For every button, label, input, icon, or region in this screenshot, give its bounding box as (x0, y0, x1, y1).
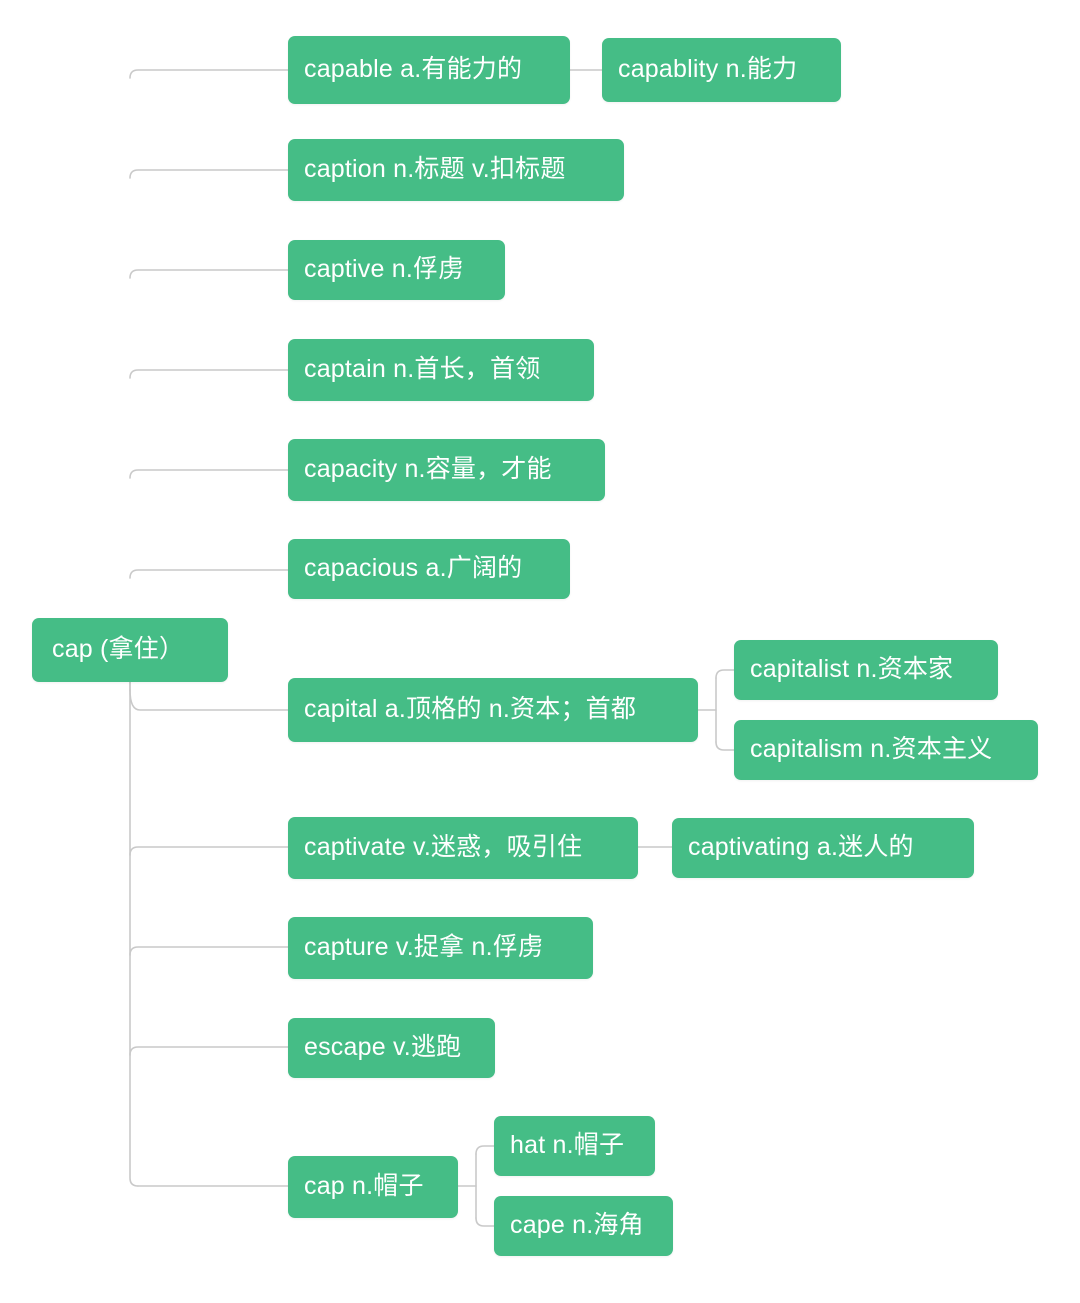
node-cap-hat[interactable]: cap n.帽子 (288, 1156, 458, 1218)
node-escape[interactable]: escape v.逃跑 (288, 1018, 495, 1078)
node-captivating-label: captivating a.迷人的 (688, 833, 914, 862)
node-caption-label: caption n.标题 v.扣标题 (304, 155, 566, 184)
node-capacity-label: capacity n.容量，才能 (304, 455, 552, 484)
branch-capture (129, 946, 289, 956)
link-capitalism (715, 741, 735, 751)
node-cape-label: cape n.海角 (510, 1211, 644, 1240)
branch-captivate (129, 846, 289, 856)
node-root-label: cap (拿住） (52, 635, 185, 664)
node-captive-label: captive n.俘虏 (304, 255, 464, 284)
node-captain-label: captain n.首长，首领 (304, 355, 541, 384)
node-capture[interactable]: capture v.捉拿 n.俘虏 (288, 917, 593, 979)
node-capacious[interactable]: capacious a.广阔的 (288, 539, 570, 599)
node-capitalism[interactable]: capitalism n.资本主义 (734, 720, 1038, 780)
link-hat (475, 1145, 495, 1155)
node-cape[interactable]: cape n.海角 (494, 1196, 673, 1256)
node-captivate[interactable]: captivate v.迷惑，吸引住 (288, 817, 638, 879)
node-captivate-label: captivate v.迷惑，吸引住 (304, 833, 583, 862)
node-root[interactable]: cap (拿住） (32, 618, 228, 682)
node-capture-label: capture v.捉拿 n.俘虏 (304, 933, 544, 962)
node-cap-hat-label: cap n.帽子 (304, 1172, 424, 1201)
branch-capital (129, 689, 289, 711)
node-capablity-label: capablity n.能力 (618, 55, 798, 84)
node-capitalist-label: capitalist n.资本家 (750, 655, 954, 684)
node-captivating[interactable]: captivating a.迷人的 (672, 818, 974, 878)
node-capital-label: capital a.顶格的 n.资本；首都 (304, 695, 637, 724)
node-capital[interactable]: capital a.顶格的 n.资本；首都 (288, 678, 698, 742)
branch-captain (129, 369, 289, 379)
branch-capacity (129, 469, 289, 479)
branch-caption (129, 169, 289, 179)
link-cape (475, 1217, 495, 1227)
node-captain[interactable]: captain n.首长，首领 (288, 339, 594, 401)
node-captive[interactable]: captive n.俘虏 (288, 240, 505, 300)
node-capablity[interactable]: capablity n.能力 (602, 38, 841, 102)
node-hat-label: hat n.帽子 (510, 1131, 625, 1160)
trunk-line (129, 681, 139, 1187)
branch-capacious (129, 569, 289, 579)
node-capable[interactable]: capable a.有能力的 (288, 36, 570, 104)
node-capitalism-label: capitalism n.资本主义 (750, 735, 993, 764)
link-capitalist (715, 669, 735, 679)
node-capitalist[interactable]: capitalist n.资本家 (734, 640, 998, 700)
node-capable-label: capable a.有能力的 (304, 55, 523, 84)
node-hat[interactable]: hat n.帽子 (494, 1116, 655, 1176)
branch-escape (129, 1046, 289, 1056)
node-escape-label: escape v.逃跑 (304, 1033, 462, 1062)
node-capacity[interactable]: capacity n.容量，才能 (288, 439, 605, 501)
branch-captive (129, 269, 289, 279)
node-caption[interactable]: caption n.标题 v.扣标题 (288, 139, 624, 201)
node-capacious-label: capacious a.广阔的 (304, 554, 523, 583)
branch-capable (129, 69, 289, 79)
